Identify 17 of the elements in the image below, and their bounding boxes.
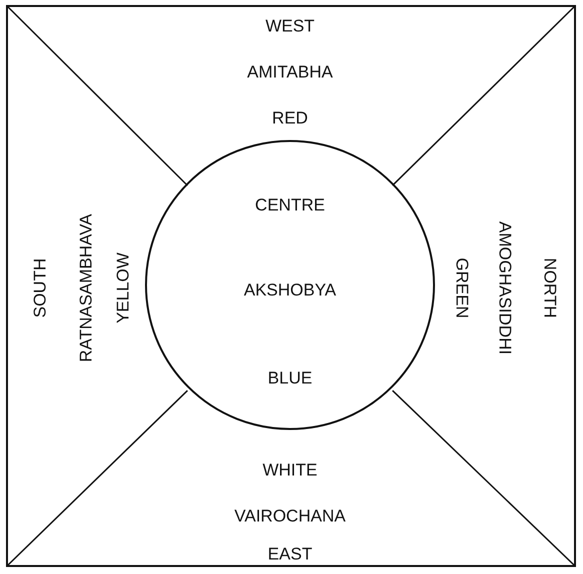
mandala-label: AKSHOBYA bbox=[244, 282, 336, 298]
mandala-label: EAST bbox=[268, 546, 312, 562]
mandala-label: YELLOW bbox=[114, 252, 132, 324]
mandala-label: VAIROCHANA bbox=[234, 508, 346, 524]
mandala-label: RED bbox=[272, 110, 308, 126]
mandala-label: WEST bbox=[265, 18, 315, 34]
mandala-label: AMITABHA bbox=[247, 64, 333, 80]
mandala-label: AMOGHASIDDHI bbox=[496, 221, 514, 355]
mandala-label: RATNASAMBHAVA bbox=[78, 214, 94, 362]
circle bbox=[145, 140, 435, 430]
square-frame bbox=[6, 5, 576, 567]
mandala-label: CENTRE bbox=[255, 196, 325, 214]
mandala-label: GREEN bbox=[454, 258, 470, 318]
mandala-label: WHITE bbox=[262, 462, 318, 478]
mandala-label: SOUTH bbox=[32, 258, 48, 318]
mandala-label: BLUE bbox=[268, 370, 312, 386]
mandala-label: NORTH bbox=[542, 258, 558, 318]
